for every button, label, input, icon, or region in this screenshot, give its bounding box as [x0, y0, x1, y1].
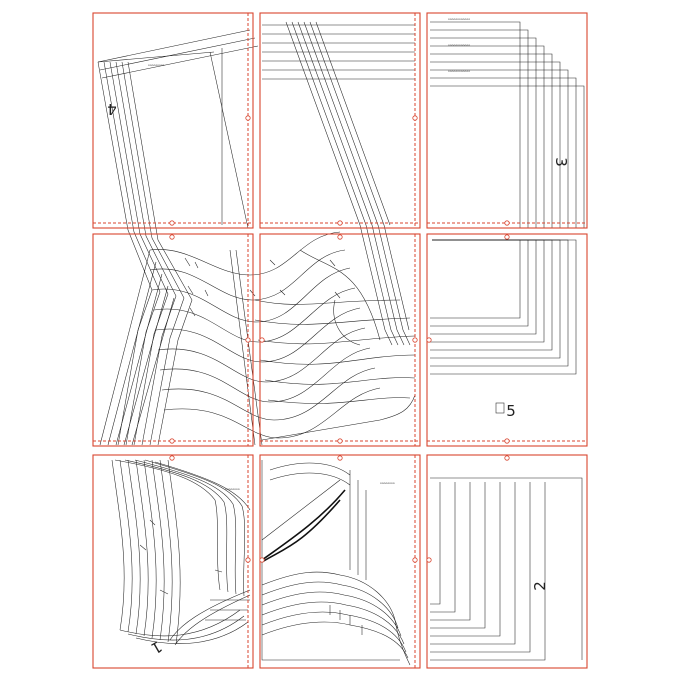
svg-text:oooooooo: oooooooo [225, 487, 240, 491]
tile-r1-c1 [92, 12, 254, 229]
pattern-lines: ooooooooo oooooooooooo oooooooooooo oooo… [97, 17, 585, 666]
piece-label-2: 2 [531, 581, 549, 591]
piece-label-3: 3 [552, 157, 570, 167]
piece-1-curves-middle [99, 231, 416, 446]
piece-2-outlines [430, 477, 583, 661]
tile-r2-c1 [92, 233, 254, 447]
svg-text:oooooooooooo: oooooooooooo [448, 69, 470, 73]
piece-labels: 4 3 5 2 1 [107, 100, 570, 658]
tile-r3-c1 [92, 454, 254, 669]
size-labels: ooooooooo oooooooooooo oooooooooooo oooo… [148, 17, 470, 491]
overlap-margin-lines [93, 13, 587, 668]
registration-marks [169, 115, 510, 563]
tile-r2-c2 [259, 233, 421, 447]
piece-4-outlines [97, 29, 259, 446]
piece-label-4: 4 [107, 100, 117, 118]
piece-3-outlines [430, 21, 585, 375]
tile-r3-c2 [259, 454, 421, 669]
piece-5-box [495, 402, 505, 414]
svg-text:oooooooooooo: oooooooooooo [448, 43, 470, 47]
svg-text:oooooooo: oooooooo [380, 481, 395, 485]
piece-label-1: 1 [148, 637, 165, 657]
svg-text:oooooooooooo: oooooooooooo [448, 17, 470, 21]
tile-r1-c2 [259, 12, 421, 229]
piece-1-curves-bottom [111, 459, 411, 666]
tile-grid [92, 12, 588, 669]
tile-r1-c3 [426, 12, 588, 229]
svg-text:ooooooooo: ooooooooo [148, 63, 165, 67]
piece-label-5: 5 [506, 402, 516, 420]
